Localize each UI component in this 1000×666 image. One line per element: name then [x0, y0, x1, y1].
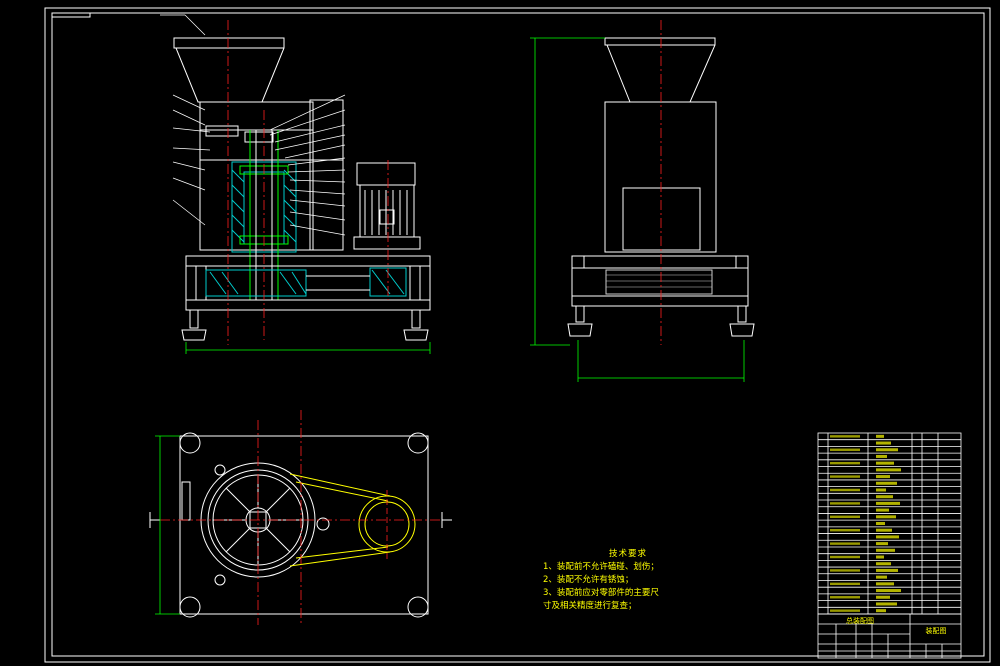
technical-requirement-item: 寸及相关精度进行复查； [543, 601, 637, 611]
front-feet [181, 309, 429, 341]
technical-requirement-item: 3、装配前应对零部件的主要尺 [543, 588, 659, 598]
technical-requirements-title: 技术要求 [608, 549, 647, 559]
technical-requirements: 技术要求 1、装配前不允许磕碰、划伤； 2、装配不允许有锈蚀； 3、装配前应对零… [543, 548, 703, 613]
sheet-border [44, 7, 991, 663]
front-base [185, 255, 431, 311]
front-motor [353, 162, 421, 250]
side-base [571, 255, 749, 307]
technical-requirement-item: 1、装配前不允许磕碰、划伤； [543, 562, 659, 572]
front-view [160, 14, 431, 354]
parts-list [817, 432, 962, 615]
title-block [817, 613, 962, 659]
title-block-code: 装配图 [926, 626, 947, 635]
side-view [530, 20, 755, 382]
top-view [149, 410, 452, 625]
side-hopper [604, 37, 716, 103]
title-block-drawing-title: 总装配图 [846, 616, 874, 625]
technical-requirement-item: 2、装配不允许有锈蚀； [543, 575, 634, 585]
top-base-plate [179, 435, 429, 615]
side-housing [604, 101, 717, 253]
